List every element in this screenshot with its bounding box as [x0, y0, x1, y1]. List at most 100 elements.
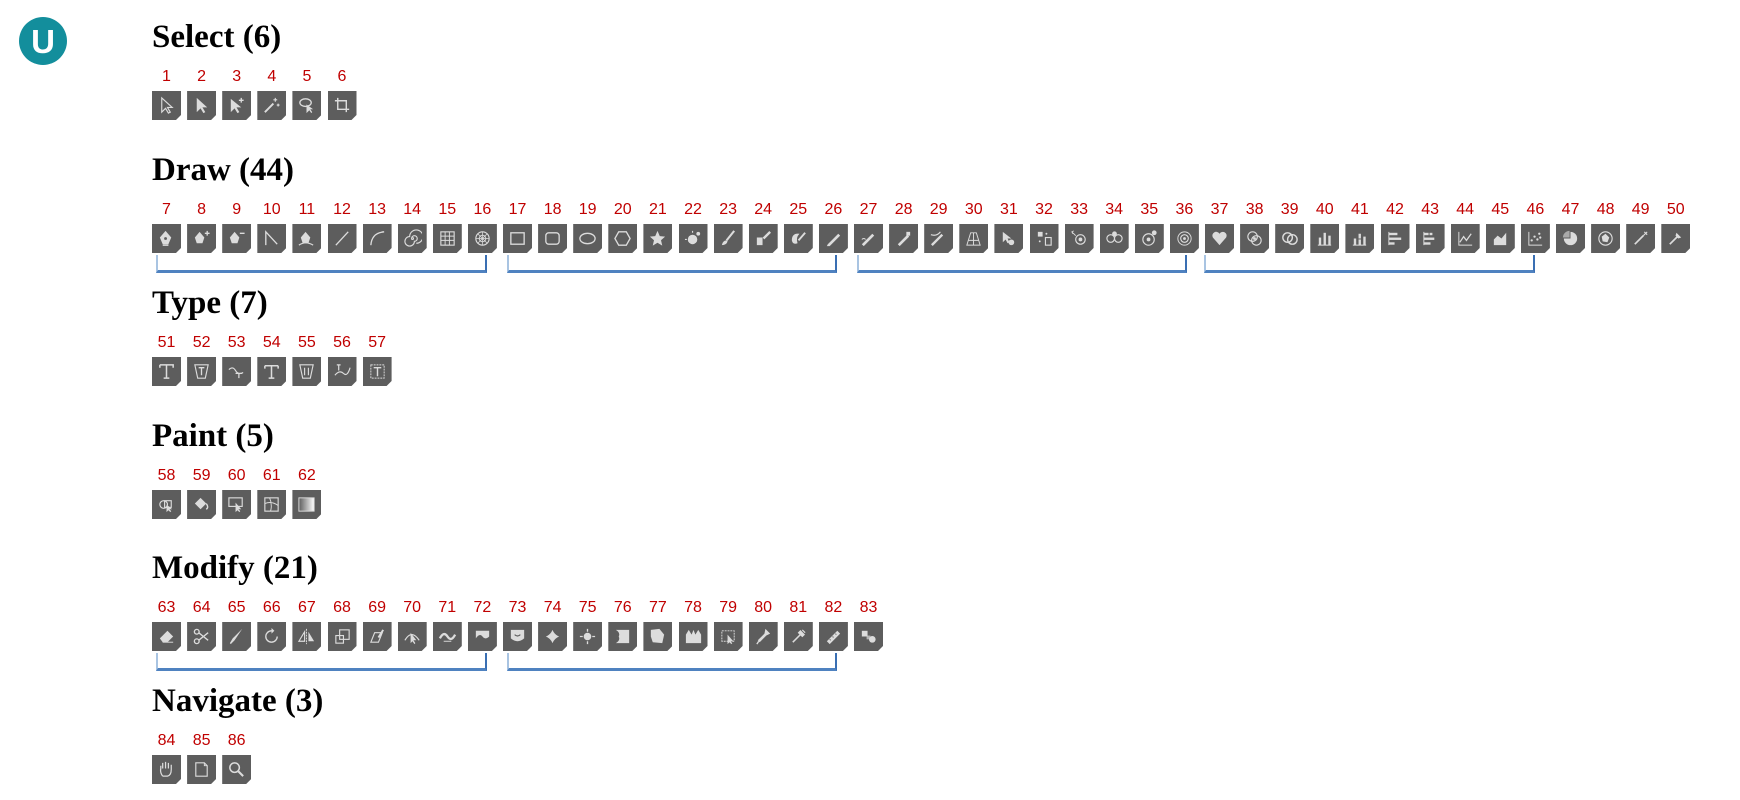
eyedropper-tool-button[interactable] — [784, 622, 813, 651]
pie-graph-tool-button[interactable] — [1556, 224, 1585, 253]
arrow-outline-tool-button[interactable] — [152, 91, 181, 120]
tool-item: 66 — [257, 599, 286, 651]
vertical-type-on-path-tool-button[interactable] — [328, 357, 357, 386]
rotate-tool-button[interactable] — [257, 622, 286, 651]
stacked-column-graph-tool-button[interactable] — [1345, 224, 1374, 253]
magic-wand-tool-button[interactable] — [257, 91, 286, 120]
spiral-tool-button[interactable] — [398, 224, 427, 253]
touch-type-tool-button[interactable] — [363, 357, 392, 386]
symbol-sprayer-tool-button[interactable] — [1030, 224, 1059, 253]
shape-builder-tool-button[interactable] — [152, 490, 181, 519]
live-paint-selection-tool-button[interactable] — [222, 490, 251, 519]
stacked-bar-graph-tool-button[interactable] — [1416, 224, 1445, 253]
shear-tool-button[interactable] — [363, 622, 392, 651]
symbol-spinner-tool-button[interactable] — [1170, 224, 1199, 253]
measure-tool-button[interactable] — [819, 622, 848, 651]
hand-tool-button[interactable] — [152, 755, 181, 784]
arrow-plus-tool-button[interactable] — [222, 91, 251, 120]
tool-number: 84 — [157, 732, 176, 749]
grid-tool-button[interactable] — [433, 224, 462, 253]
scatter-graph-tool-button[interactable] — [1521, 224, 1550, 253]
width-tool-button[interactable] — [433, 622, 462, 651]
perspective-grid-tool-button[interactable] — [959, 224, 988, 253]
crop-tool-button[interactable] — [328, 91, 357, 120]
tool-number: 15 — [438, 201, 457, 218]
symbol-screener-tool-button[interactable] — [1240, 224, 1269, 253]
bloat-tool-button[interactable] — [573, 622, 602, 651]
curvature-pen-tool-button[interactable] — [292, 224, 321, 253]
tool-item: 23 — [714, 201, 743, 253]
zoom-tool-button[interactable] — [222, 755, 251, 784]
tool-number: 83 — [859, 599, 878, 616]
bar-graph-tool-button[interactable] — [1381, 224, 1410, 253]
star-tool-button[interactable] — [643, 224, 672, 253]
scissors-tool-button[interactable] — [187, 622, 216, 651]
line-graph-tool-button[interactable] — [1451, 224, 1480, 253]
reshape-tool-button[interactable] — [398, 622, 427, 651]
blend-tool-button[interactable] — [854, 622, 883, 651]
scale-tool-button[interactable] — [328, 622, 357, 651]
pencil-tool-button[interactable] — [819, 224, 848, 253]
rounded-rectangle-tool-button[interactable] — [538, 224, 567, 253]
knife-tool-button[interactable] — [222, 622, 251, 651]
symbol-styler-tool-button[interactable] — [1275, 224, 1304, 253]
join-tool-button[interactable] — [924, 224, 953, 253]
tool-number: 79 — [719, 599, 737, 616]
radar-graph-tool-button[interactable] — [1591, 224, 1620, 253]
crystallize-tool-button[interactable] — [643, 622, 672, 651]
ellipse-tool-button[interactable] — [573, 224, 602, 253]
symbol-sizer-tool-button[interactable] — [1135, 224, 1164, 253]
paintbrush-tool-button[interactable] — [714, 224, 743, 253]
perspective-select-tool-button[interactable] — [994, 224, 1023, 253]
pucker-tool-button[interactable] — [538, 622, 567, 651]
scallop-tool-button[interactable] — [608, 622, 637, 651]
vertical-area-type-tool-button[interactable] — [292, 357, 321, 386]
pen-minus-tool-button[interactable] — [222, 224, 251, 253]
print-tiling-tool-button[interactable] — [187, 755, 216, 784]
arrow-tool-button[interactable] — [187, 91, 216, 120]
area-graph-tool-button[interactable] — [1486, 224, 1515, 253]
rectangle-tool-button[interactable] — [503, 224, 532, 253]
column-graph-tool-button[interactable] — [1310, 224, 1339, 253]
shaper-tool-button[interactable] — [784, 224, 813, 253]
type-on-path-tool-button[interactable] — [222, 357, 251, 386]
wrinkle-tool-button[interactable] — [679, 622, 708, 651]
warp-tool-button[interactable] — [468, 622, 497, 651]
pen-tip-tool-button[interactable] — [1626, 224, 1655, 253]
eraser-tool-button[interactable] — [152, 622, 181, 651]
tool-number: 49 — [1631, 201, 1650, 218]
pen-plus-tool-button[interactable] — [187, 224, 216, 253]
line-tool-button[interactable] — [328, 224, 357, 253]
twirl-tool-button[interactable] — [503, 622, 532, 651]
tool-number: 11 — [298, 201, 316, 218]
pen-tool-button[interactable] — [152, 224, 181, 253]
lasso-tool-button[interactable] — [292, 91, 321, 120]
tool-item: 19 — [573, 201, 602, 253]
gradient-tool-button[interactable] — [292, 490, 321, 519]
pen-angle-tool-button[interactable] — [1661, 224, 1690, 253]
anchor-tool-button[interactable] — [257, 224, 286, 253]
mesh-tool-button[interactable] — [257, 490, 286, 519]
tool-item: 32 — [1030, 201, 1059, 253]
puppet-warp-tool-button[interactable] — [749, 622, 778, 651]
tool-number: 16 — [473, 201, 492, 218]
live-paint-bucket-tool-button[interactable] — [187, 490, 216, 519]
flare-tool-button[interactable] — [679, 224, 708, 253]
reflect-tool-button[interactable] — [292, 622, 321, 651]
symbol-scruncher-tool-button[interactable] — [1100, 224, 1129, 253]
polygon-tool-button[interactable] — [608, 224, 637, 253]
area-type-tool-button[interactable] — [187, 357, 216, 386]
blob-brush-tool-button[interactable] — [749, 224, 778, 253]
tool-number: 24 — [754, 201, 773, 218]
polar-grid-tool-button[interactable] — [468, 224, 497, 253]
tool-item: 30 — [959, 201, 988, 253]
free-transform-tool-button[interactable] — [714, 622, 743, 651]
smooth-tool-button[interactable] — [854, 224, 883, 253]
symbol-stainer-tool-button[interactable] — [1205, 224, 1234, 253]
arc-tool-button[interactable] — [363, 224, 392, 253]
vertical-type-tool-button[interactable] — [257, 357, 286, 386]
type-tool-button[interactable] — [152, 357, 181, 386]
symbol-shifter-tool-button[interactable] — [1065, 224, 1094, 253]
tool-item: 47 — [1556, 201, 1585, 253]
path-eraser-tool-button[interactable] — [889, 224, 918, 253]
